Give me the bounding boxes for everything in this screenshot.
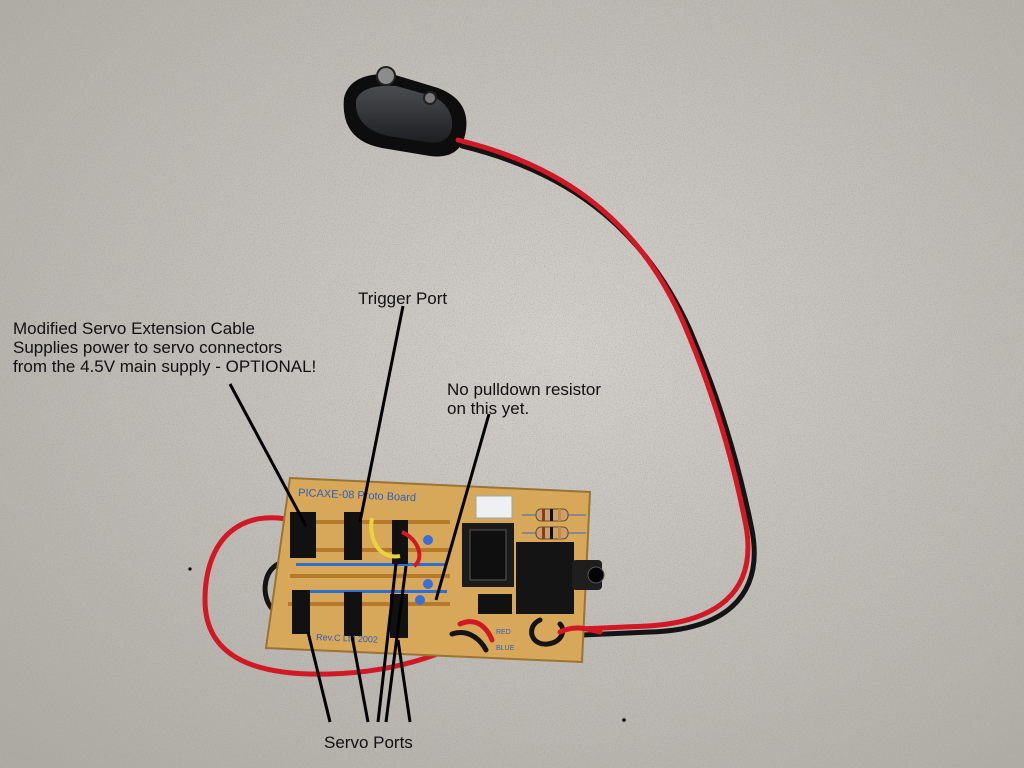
cable-annotation: Modified Servo Extension Cable Supplies … bbox=[13, 319, 316, 376]
cable-annotation-line-1: Modified Servo Extension Cable bbox=[13, 319, 255, 338]
resistor-1 bbox=[522, 508, 586, 522]
pulldown-annotation: No pulldown resistor on this yet. bbox=[447, 380, 601, 418]
audio-jack bbox=[516, 542, 605, 614]
cable-pointer bbox=[228, 383, 308, 527]
cable-annotation-line-3: from the 4.5V main supply - OPTIONAL! bbox=[13, 357, 317, 376]
resistor-2 bbox=[522, 526, 586, 540]
servo-pointer-2 bbox=[350, 635, 370, 723]
trigger-annotation: Trigger Port bbox=[358, 289, 448, 308]
red-link bbox=[401, 530, 422, 568]
servo-annotation: Servo Ports bbox=[324, 733, 413, 752]
board-red-label: RED bbox=[496, 629, 511, 636]
stray-dot-1 bbox=[188, 567, 192, 571]
capacitor-1 bbox=[423, 535, 433, 545]
servo-header-2 bbox=[344, 592, 362, 636]
proto-board: PICAXE-08 Proto Board Rev.C Ltd 2002 RED… bbox=[264, 476, 605, 664]
board-title: PICAXE-08 Proto Board bbox=[298, 487, 416, 504]
power-lead bbox=[455, 137, 757, 639]
servo-pointer-4 bbox=[384, 565, 408, 723]
pulldown-annotation-line-1: No pulldown resistor bbox=[447, 380, 602, 399]
blue-strips bbox=[292, 563, 447, 593]
capacitor-3 bbox=[415, 595, 425, 605]
pulldown-pointer bbox=[434, 413, 491, 601]
servo-pointer-1 bbox=[306, 631, 332, 723]
battery-clip bbox=[343, 66, 467, 157]
trigger-header bbox=[344, 512, 362, 560]
cable-annotation-line-2: Supplies power to servo connectors bbox=[13, 338, 283, 357]
servo-header-1 bbox=[292, 590, 310, 634]
pulldown-annotation-line-2: on this yet. bbox=[447, 399, 530, 418]
board-power-wires bbox=[449, 617, 603, 653]
yellow-link bbox=[369, 517, 401, 559]
capacitor-2 bbox=[423, 579, 433, 589]
stray-dot-2 bbox=[622, 718, 626, 722]
board-rev: Rev.C Ltd 2002 bbox=[316, 632, 378, 645]
picaxe-chip bbox=[469, 529, 507, 581]
white-component bbox=[475, 495, 513, 519]
trigger-pointer bbox=[358, 305, 405, 523]
switch bbox=[478, 594, 512, 614]
board-blue-label: BLUE bbox=[496, 645, 515, 652]
servo-pointer-3 bbox=[376, 563, 398, 723]
servo-pointer-5 bbox=[396, 639, 412, 723]
annotation-lines bbox=[228, 305, 491, 723]
